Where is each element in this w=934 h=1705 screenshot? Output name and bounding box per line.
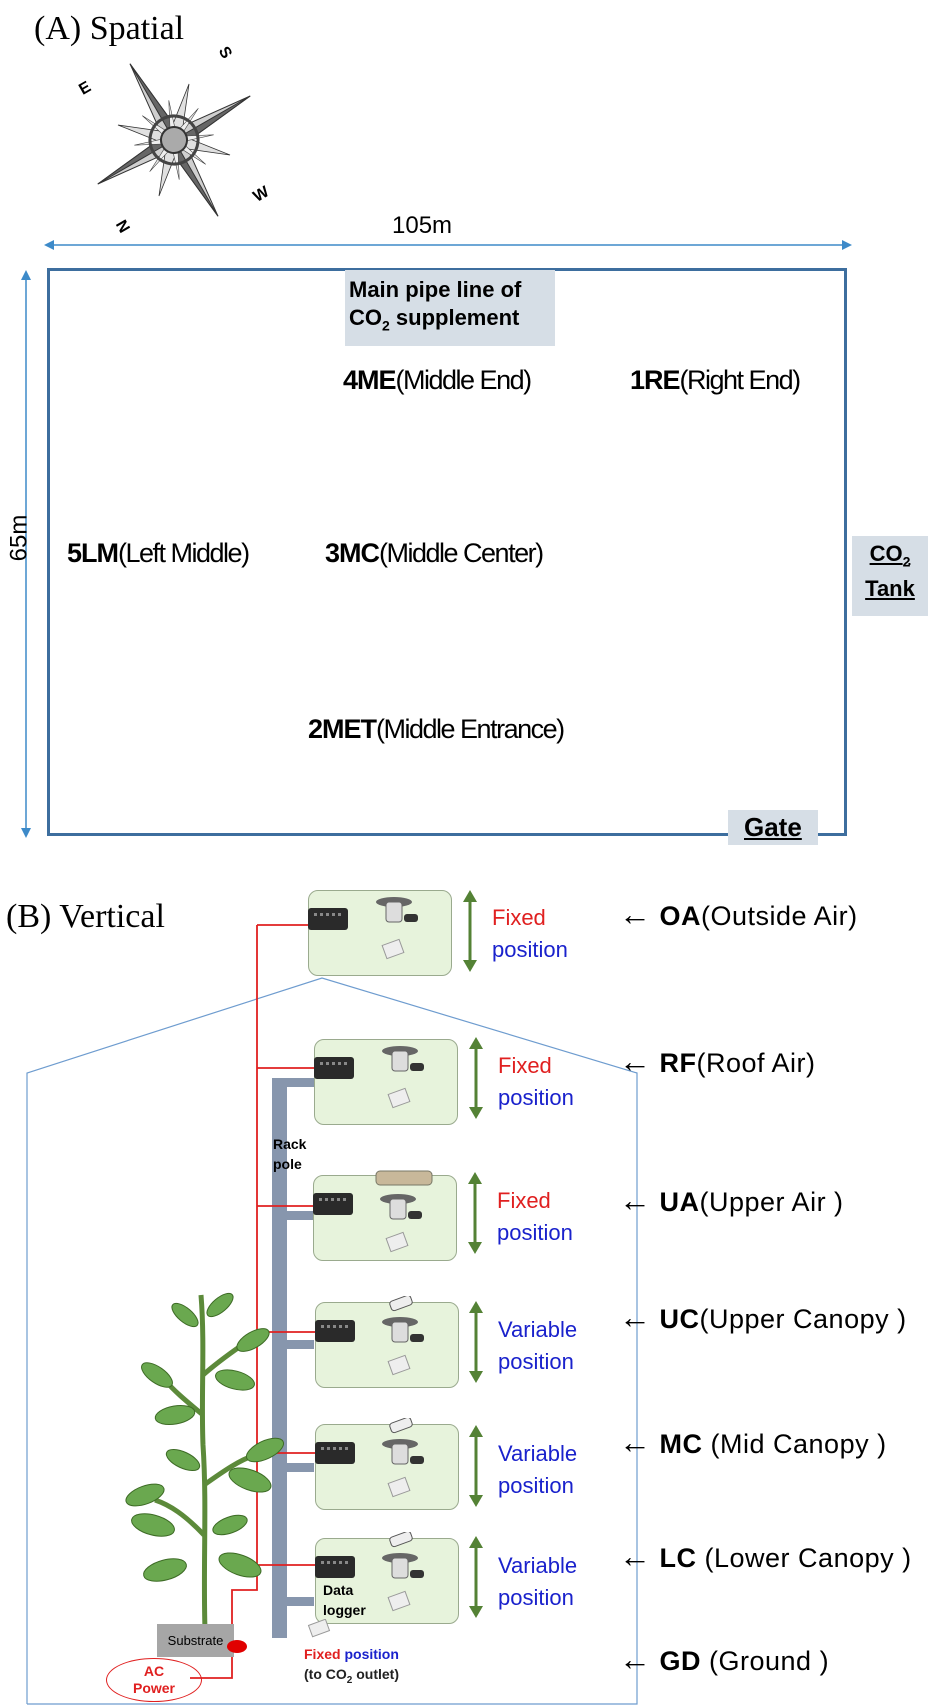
data-logger-icon <box>315 1320 355 1342</box>
level-ua: ← UA(Upper Air ) <box>619 1182 844 1218</box>
sensor-cluster-icon <box>382 1418 424 1498</box>
spatial-title: (A) Spatial <box>34 10 185 47</box>
co2-pipe-label-line1: Main pipe line of <box>349 277 522 302</box>
substrate-block: Substrate <box>157 1624 234 1657</box>
site-3mc: 3MC(Middle Center) <box>325 538 544 568</box>
width-dimension-arrow-icon <box>44 240 852 250</box>
co2-pipe-label-line2: CO2 supplement <box>349 305 520 334</box>
rack-arm <box>280 1211 314 1220</box>
greenhouse-outline-icon <box>26 977 638 1705</box>
width-dimension-label: 105m <box>392 212 453 239</box>
rack-arm <box>280 1078 314 1087</box>
plant-icon <box>125 1292 285 1631</box>
left-arrow-icon: ← <box>619 1182 652 1218</box>
gate-label: Gate <box>728 810 818 845</box>
left-arrow-icon: ← <box>619 1538 652 1574</box>
double-arrow-icon <box>469 1425 483 1507</box>
left-arrow-icon: ← <box>619 1424 652 1460</box>
site-1re: 1RE(Right End) <box>630 365 801 395</box>
site-4me: 4ME(Middle End) <box>343 365 532 395</box>
double-arrow-icon <box>468 1172 482 1254</box>
site-5lm: 5LM(Left Middle) <box>67 538 250 568</box>
greenhouse-field-outline <box>47 268 847 836</box>
power-plug-icon <box>227 1640 247 1653</box>
sensor-cluster-icon <box>376 897 418 960</box>
ground-sensor-icon <box>307 1619 331 1638</box>
height-dimension-label: 65m <box>5 514 33 562</box>
co2-pipe-label: Main pipe line of CO2 supplement <box>345 270 555 346</box>
level-rf: ← RF(Roof Air) <box>619 1043 816 1079</box>
level-gd: ← GD (Ground ) <box>619 1641 830 1677</box>
left-arrow-icon: ← <box>619 896 652 932</box>
level-oa: ← OA(Outside Air) <box>619 896 858 932</box>
data-logger-icon <box>314 1057 354 1079</box>
ground-position-note: Fixed position (to CO2 outlet) <box>304 1646 399 1686</box>
sensor-cluster-icon <box>382 1532 424 1612</box>
height-dimension-arrow-icon <box>21 270 31 838</box>
sensor-cluster-icon <box>382 1046 424 1109</box>
sensor-box-uc <box>315 1302 459 1388</box>
rack-arm <box>280 1340 314 1349</box>
vertical-title: (B) Vertical <box>6 898 165 935</box>
double-arrow-icon <box>463 890 477 972</box>
left-arrow-icon: ← <box>619 1299 652 1335</box>
sensor-box-ua <box>313 1175 457 1261</box>
level-uc: ← UC(Upper Canopy ) <box>619 1299 907 1335</box>
rack-arm <box>280 1597 314 1606</box>
sensor-box-lc <box>315 1538 459 1624</box>
left-arrow-icon: ← <box>619 1641 652 1677</box>
co2-tank-label: CO2 Tank <box>852 536 928 616</box>
double-arrow-icon <box>469 1037 483 1119</box>
compass-rose-icon <box>97 63 251 217</box>
level-lc: ← LC (Lower Canopy ) <box>619 1538 912 1574</box>
data-logger-icon <box>308 908 348 930</box>
sensor-cluster-icon <box>375 1170 433 1253</box>
data-logger-icon <box>315 1556 355 1578</box>
rack-arm <box>280 1463 314 1472</box>
double-arrow-icon <box>469 1536 483 1618</box>
sensor-box-mc <box>315 1424 459 1510</box>
double-arrow-icon <box>469 1301 483 1383</box>
power-cable-icon <box>190 924 316 1679</box>
sensor-cluster-icon <box>382 1296 424 1376</box>
data-logger-icon <box>315 1442 355 1464</box>
data-logger-icon <box>313 1193 353 1215</box>
left-arrow-icon: ← <box>619 1043 652 1079</box>
site-2met: 2MET(Middle Entrance) <box>308 714 565 744</box>
level-mc: ← MC (Mid Canopy ) <box>619 1424 887 1460</box>
